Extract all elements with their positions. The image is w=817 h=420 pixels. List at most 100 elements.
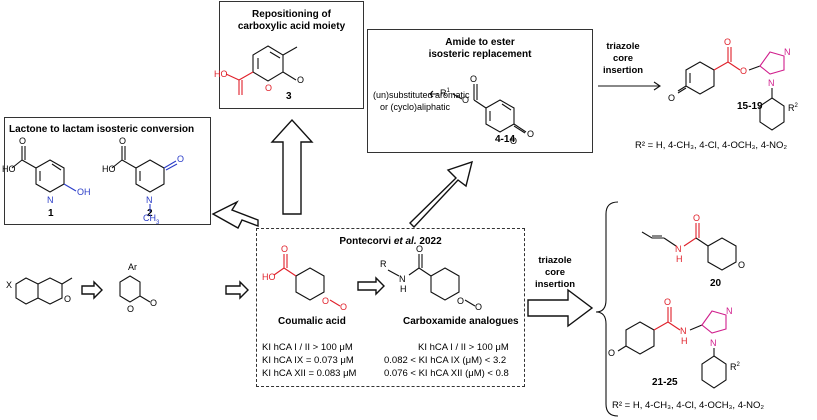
svg-text:O: O [457,296,464,306]
svg-text:O: O [510,136,517,146]
compound-4-14-label: 4-14 [495,134,516,145]
coumalic-acid-structure: HO O O O [262,244,347,312]
triazole-right-line2: core [544,267,566,278]
svg-text:N: N [784,47,791,57]
repositioning-box [219,1,364,109]
svg-text:H: H [400,284,407,294]
r1-label: R1 [440,88,451,98]
amide-ester-title-line1: Amide to ester [445,37,515,48]
svg-text:N: N [675,244,682,254]
compound-3-ho: HO [214,69,228,79]
left-scheme: X O Ar O O [6,262,249,314]
compound-21-25-label: 21-25 [652,377,678,388]
coumalic-to-carboxamide-arrow [357,276,385,296]
carbox-ki-1: KI hCA I / II > 100 μM [418,342,509,353]
x-label: X [6,280,12,290]
svg-text:R2: R2 [730,362,741,372]
repositioning-title-line2: carboxylic acid moiety [237,21,346,32]
svg-text:O: O [150,298,157,308]
svg-text:O: O [462,95,469,105]
compound-4-14-structure: O O R1 O O [429,74,534,146]
svg-text:O: O [664,297,671,307]
right-brace [595,201,619,417]
svg-text:R2: R2 [788,103,799,113]
svg-text:O: O [127,304,134,314]
svg-text:O: O [416,244,423,254]
triazole-top-line3: insertion [602,65,644,76]
arrow-to-triazole-right [527,288,594,328]
carboxamide-label: Carboxamide analogues [403,316,519,327]
compound-20-label: 20 [710,278,722,289]
svg-text:O: O [527,129,534,139]
svg-text:H: H [676,254,683,264]
amide-ester-sub-line1: (un)substituted aromatic [373,90,470,100]
svg-text:O: O [470,74,477,84]
compound-1-label: 1 [48,208,54,219]
svg-text:O: O [740,66,747,76]
ar-label: Ar [128,262,137,272]
svg-text:H: H [681,336,688,346]
svg-text:O: O [119,136,126,146]
svg-text:N: N [399,274,406,284]
svg-text:O: O [177,154,184,164]
svg-text:O: O [281,244,288,254]
svg-text:HO: HO [262,272,276,282]
repositioning-title-line1: Repositioning of [252,9,331,20]
compound-20-structure: N H O O [641,213,745,271]
svg-text:N: N [710,338,717,348]
lactam-title: Lactone to lactam isosteric conversion [9,124,195,135]
svg-text:O: O [265,83,272,93]
svg-text:N: N [680,326,687,336]
svg-text:O: O [340,302,347,312]
svg-text:N: N [726,306,733,316]
amide-ester-title-line2: isosteric replacement [428,49,532,60]
compound-2-label: 2 [147,208,153,219]
svg-text:N: N [146,195,153,205]
lactam-box [4,117,211,225]
amide-ester-box [367,29,593,153]
coumalic-ki-2: KI hCA IX = 0.073 μM [262,355,354,366]
svg-text:O: O [322,296,329,306]
svg-text:O: O [297,75,304,85]
triazole-top-subst: R² = H, 4-CH₃, 4-Cl, 4-OCH₃, 4-NO₂ [635,140,788,151]
compound-1-structure: HO O N OH [2,136,91,205]
coumalic-ki-1: KI hCA I / II > 100 μM [262,342,353,353]
svg-text:HO: HO [102,164,116,174]
svg-text:N: N [768,78,775,88]
coumalic-ki-3: KI hCA XII = 0.083 μM [262,368,357,379]
triazole-right-subst: R² = H, 4-CH₃, 4-Cl, 4-OCH₃, 4-NO₂ [612,400,765,411]
svg-text:R: R [380,259,387,269]
triazole-right-line1: triazole [538,255,572,266]
arrow-to-lactam [211,200,259,229]
svg-text:O: O [19,136,26,146]
triazole-top-line1: triazole [606,41,640,52]
svg-text:O: O [608,348,615,358]
arrow-up-to-repositioning [270,118,314,215]
svg-text:O: O [724,37,731,47]
svg-text:O: O [738,260,745,270]
svg-text:HO: HO [2,164,16,174]
svg-text:O: O [64,294,71,304]
coumalic-acid-label: Coumalic acid [278,316,346,327]
compound-21-25-structure: O O N H N N R2 [608,297,741,389]
compound-3-structure: HO O O [214,45,304,95]
compound-3-label: 3 [286,91,292,102]
pontecorvi-title: Pontecorvi et al. 2022 [339,236,442,247]
arrow-top-triazole [598,81,661,91]
amide-ester-sub-line2: or (cyclo)aliphatic [380,102,451,112]
carbox-ki-2: 0.082 < KI hCA IX (μM) < 3.2 [384,355,507,366]
svg-text:OH: OH [77,187,91,197]
carbox-ki-3: 0.076 < KI hCA XII (μM) < 0.8 [384,368,509,379]
triazole-top-line2: core [612,53,634,64]
svg-text:O: O [668,93,675,103]
pontecorvi-box [256,228,525,387]
arrow-to-amide-ester [409,160,473,229]
svg-text:O: O [693,213,700,223]
svg-text:O: O [475,302,482,312]
compound-15-19-structure: O O O N N R2 [668,37,799,131]
triazole-right-line3: insertion [534,279,576,290]
svg-text:CH3: CH3 [143,213,160,226]
svg-text:N: N [47,195,54,205]
compound-15-19-label: 15-19 [737,101,763,112]
